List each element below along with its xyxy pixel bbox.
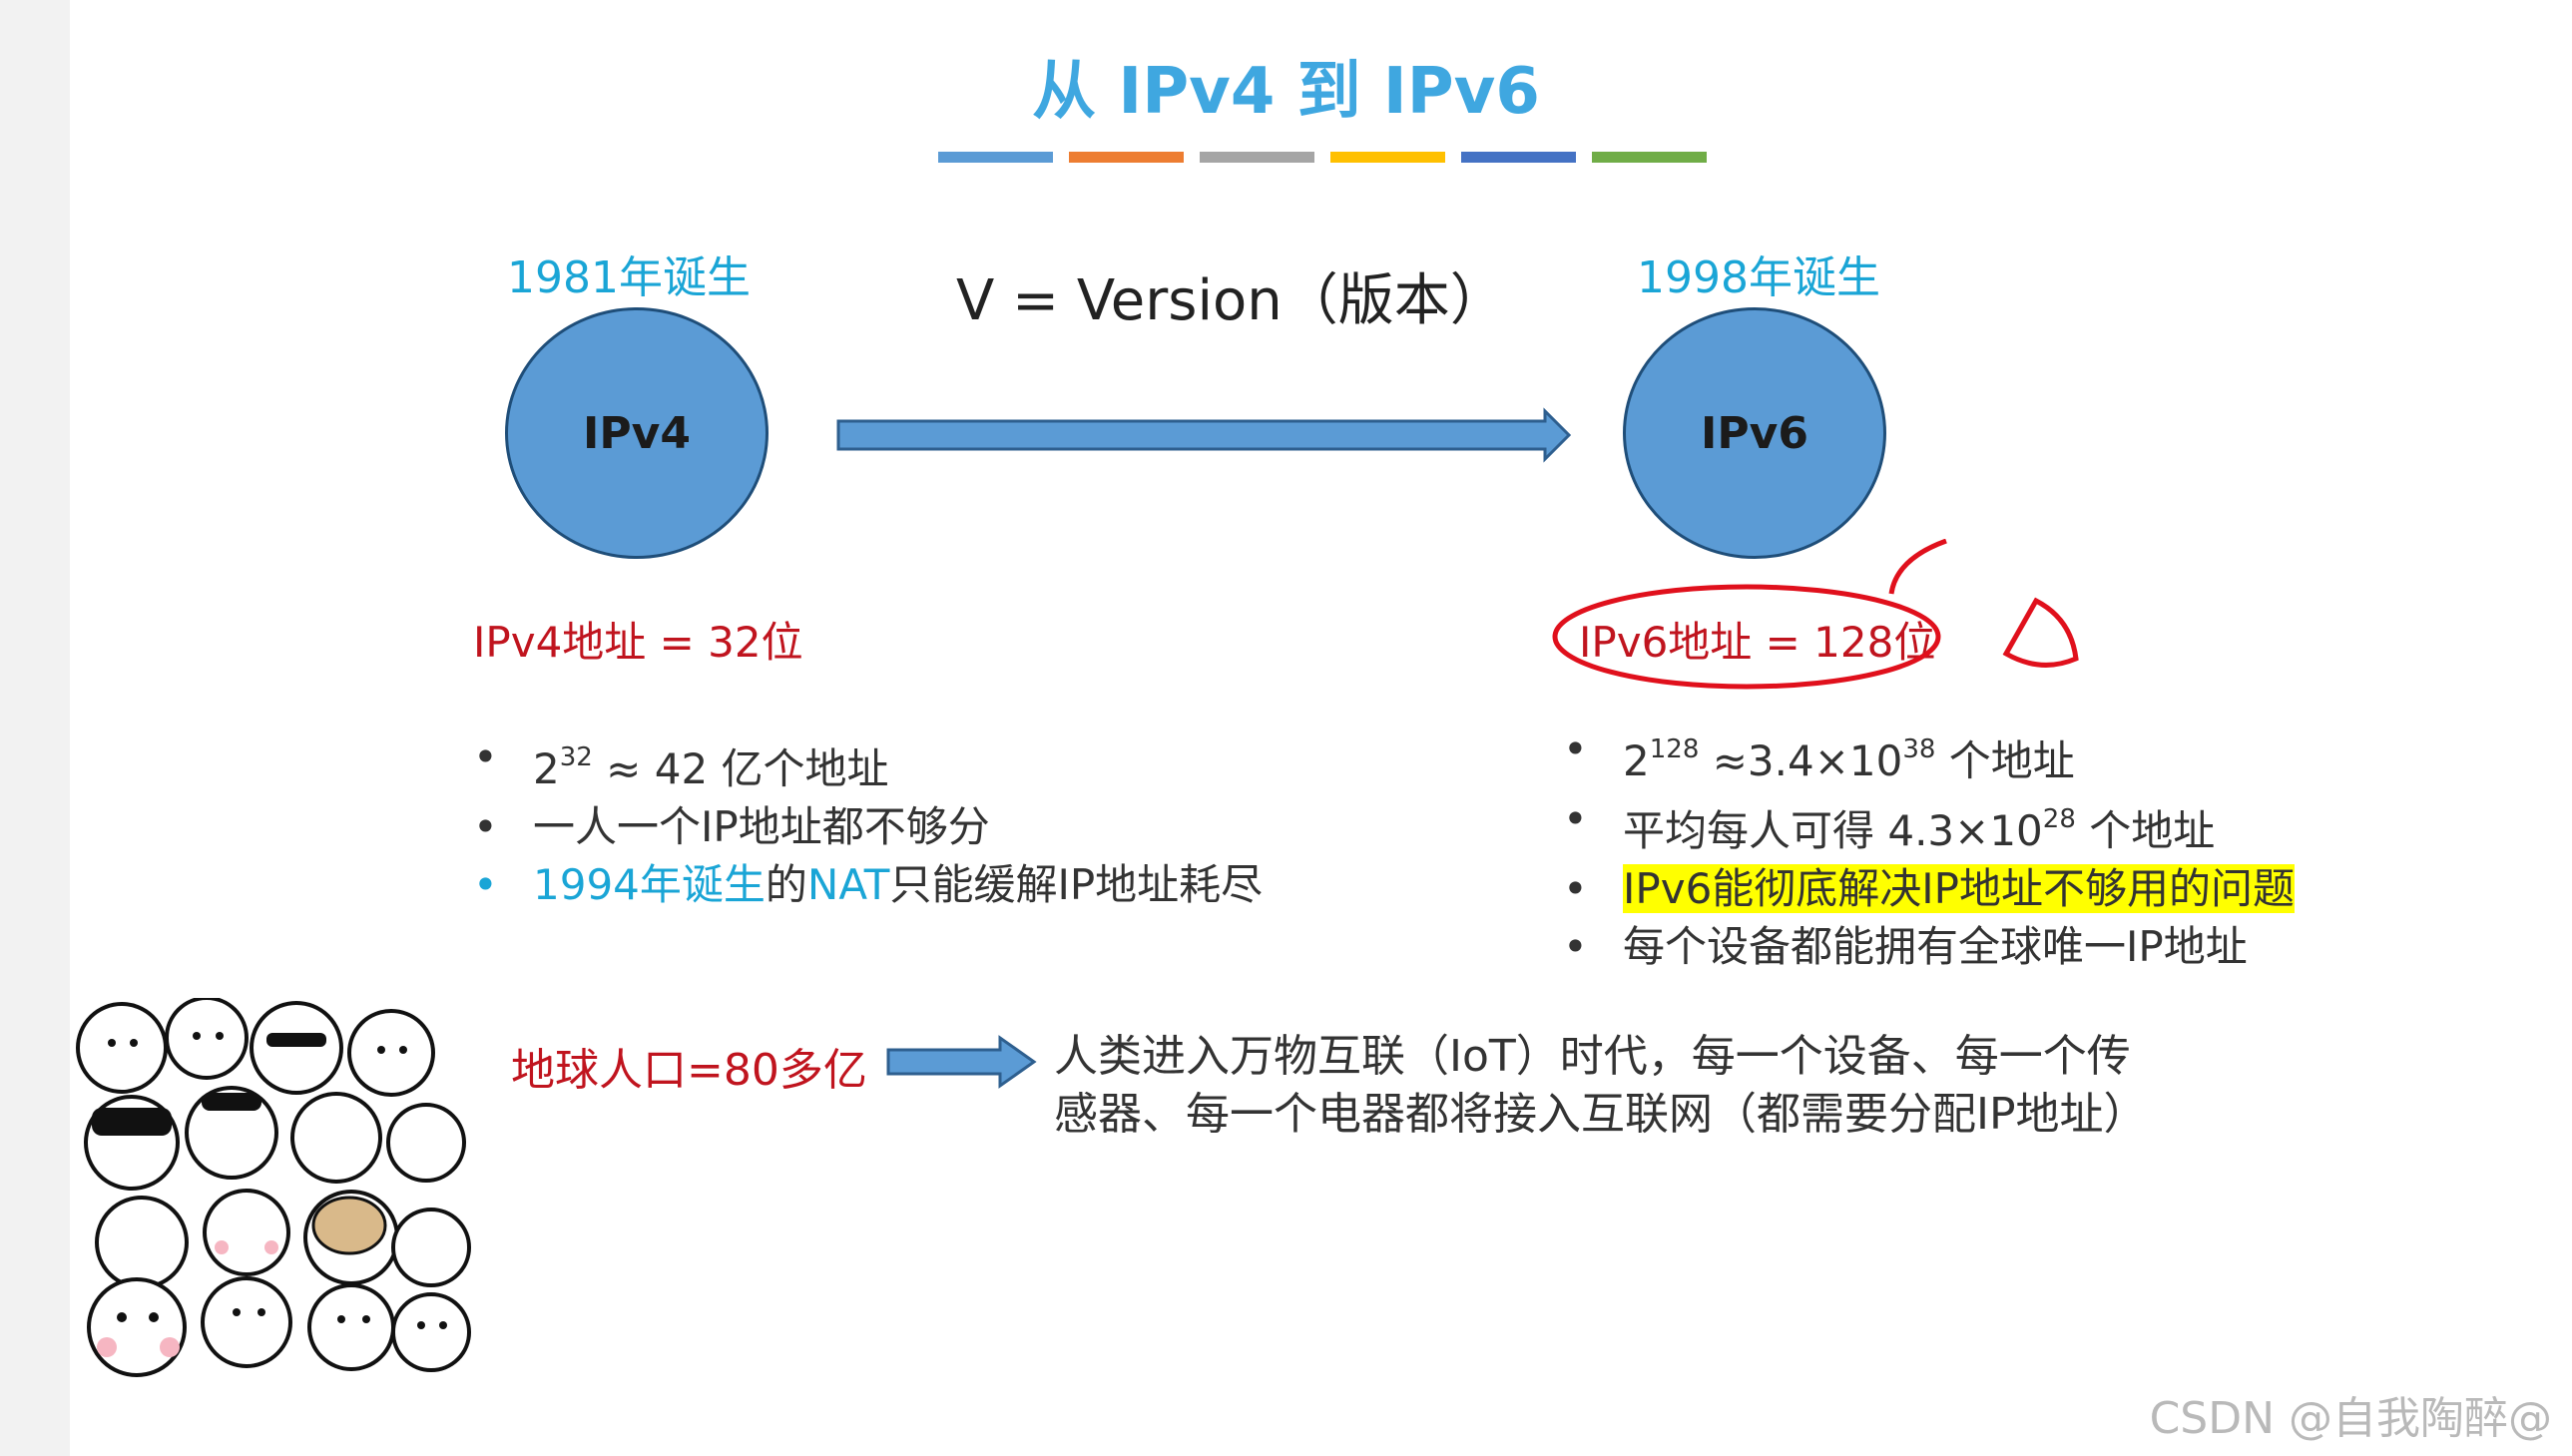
ipv4-circle-label: IPv4 bbox=[583, 407, 691, 459]
ipv6-circle: IPv6 bbox=[1623, 307, 1886, 559]
ipv6-bullet-per-person: 平均每人可得 4.3×1028 个地址 bbox=[1563, 790, 2295, 860]
transition-arrow-icon bbox=[836, 407, 1572, 463]
ipv6-circle-label: IPv6 bbox=[1701, 407, 1808, 459]
ipv6-bullet-address-count: 2128 ≈3.4×1038 个地址 bbox=[1563, 721, 2295, 790]
ipv6-bullet-unique: 每个设备都能拥有全球唯一IP地址 bbox=[1563, 918, 2295, 976]
color-bar-6 bbox=[1592, 152, 1707, 163]
ipv4-bullet-list: 232 ≈ 42 亿个地址 一人一个IP地址都不够分 1994年诞生的NAT只能… bbox=[473, 728, 1263, 914]
ipv4-bullet-nat: 1994年诞生的NAT只能缓解IP地址耗尽 bbox=[473, 856, 1263, 914]
ipv4-circle: IPv4 bbox=[505, 307, 769, 559]
ipv4-address-size: IPv4地址 = 32位 bbox=[473, 618, 803, 667]
ipv4-bullet-not-enough: 一人一个IP地址都不够分 bbox=[473, 798, 1263, 856]
slide-title: 从 IPv4 到 IPv6 bbox=[1032, 55, 1540, 129]
ipv6-address-size: IPv6地址 = 128位 bbox=[1579, 618, 1936, 667]
version-label: V = Version（版本） bbox=[956, 268, 1506, 333]
ipv4-bullet-address-count: 232 ≈ 42 亿个地址 bbox=[473, 728, 1263, 798]
population-arrow-icon bbox=[886, 1035, 1037, 1089]
iot-line-2: 感器、每一个电器都将接入互联网（都需要分配IP地址） bbox=[1054, 1089, 2148, 1140]
iot-line-1: 人类进入万物互联（IoT）时代，每一个设备、每一个传 bbox=[1054, 1031, 2131, 1082]
iot-description: 人类进入万物互联（IoT）时代，每一个设备、每一个传 感器、每一个电器都将接入互… bbox=[1054, 1028, 2252, 1144]
handwritten-annotation-icon bbox=[1552, 539, 2079, 690]
csdn-watermark: CSDN @自我陶醉@ bbox=[2149, 1393, 2552, 1444]
color-bar-1 bbox=[938, 152, 1053, 163]
ipv6-born-label: 1998年诞生 bbox=[1637, 252, 1880, 303]
title-color-bars bbox=[938, 152, 1707, 163]
slide-margin bbox=[0, 0, 70, 1456]
ipv4-born-label: 1981年诞生 bbox=[507, 252, 751, 303]
population-label: 地球人口=80多亿 bbox=[511, 1045, 867, 1096]
color-bar-3 bbox=[1200, 152, 1314, 163]
ipv6-bullet-solves: IPv6能彻底解决IP地址不够用的问题 bbox=[1563, 860, 2296, 918]
ipv6-bullet-list: 2128 ≈3.4×1038 个地址 平均每人可得 4.3×1028 个地址 I… bbox=[1563, 721, 2296, 976]
color-bar-2 bbox=[1069, 152, 1184, 163]
color-bar-5 bbox=[1461, 152, 1576, 163]
meme-crowd-illustration bbox=[76, 998, 471, 1377]
color-bar-4 bbox=[1330, 152, 1445, 163]
